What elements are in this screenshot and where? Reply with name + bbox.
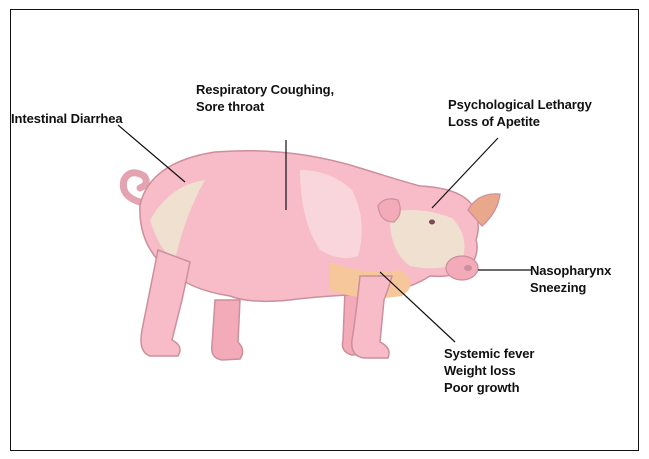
nasopharynx-label-line2: Sneezing bbox=[530, 279, 611, 296]
systemic-label-line3: Poor growth bbox=[444, 379, 534, 396]
pig-eye bbox=[429, 220, 435, 225]
systemic-label-line1: Systemic fever bbox=[444, 345, 534, 362]
pig-near-rear-leg bbox=[141, 250, 190, 356]
psychological-label-line2: Loss of Apetite bbox=[448, 113, 592, 130]
systemic-label-line2: Weight loss bbox=[444, 362, 534, 379]
intestinal-label-line1: Intestinal Diarrhea bbox=[11, 110, 123, 127]
respiratory-label-line1: Respiratory Coughing, bbox=[196, 81, 334, 98]
pig-body-group bbox=[123, 151, 500, 360]
psychological-label: Psychological Lethargy Loss of Apetite bbox=[448, 96, 592, 130]
nasopharynx-label-line1: Nasopharynx bbox=[530, 262, 611, 279]
respiratory-label-line2: Sore throat bbox=[196, 98, 334, 115]
intestinal-label: Intestinal Diarrhea bbox=[11, 110, 123, 127]
pig-snout bbox=[446, 256, 478, 280]
systemic-label: Systemic fever Weight loss Poor growth bbox=[444, 345, 534, 396]
nasopharynx-label: Nasopharynx Sneezing bbox=[530, 262, 611, 296]
pig-nostril bbox=[464, 265, 472, 271]
pig-far-rear-leg bbox=[212, 300, 243, 360]
psychological-label-line1: Psychological Lethargy bbox=[448, 96, 592, 113]
respiratory-label: Respiratory Coughing, Sore throat bbox=[196, 81, 334, 115]
